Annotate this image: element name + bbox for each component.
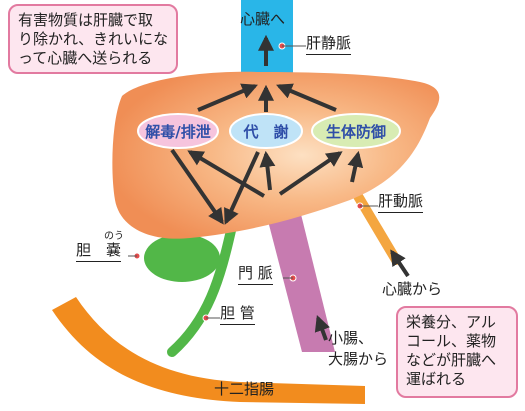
gallbladder-ruby: のう [104,231,124,242]
hepatic-vein-label: 肝静脈 [306,32,352,55]
liver [112,71,440,239]
arrow-defense-up [276,83,337,112]
duodenum [52,297,365,404]
svg-text:解毒/排泄: 解毒/排泄 [145,123,210,141]
gallbladder [144,234,220,282]
arrow-portal-defense [278,151,343,196]
arrow-into-artery [390,249,410,278]
svg-text:生体防御: 生体防御 [326,123,386,141]
label-leaders [128,45,378,319]
arrow-into-portal [314,314,330,341]
arrow-metab-gall [224,151,260,225]
from-heart-label: 心臓から [382,280,443,298]
duodenum-label: 十二指腸 [214,380,274,398]
to-heart-label: 心臓へ [240,10,286,28]
bile-duct-label: 胆 管 [220,302,255,325]
function-metabolism: 代 謝 [229,113,303,149]
portal-vein [260,190,335,352]
flow-arrows [170,34,410,341]
callout-nutrients: 栄養分、アル コール、薬物 などが肝臓へ 運ばれる [396,306,518,398]
hepatic-artery-label: 肝動脈 [378,190,424,213]
bile-duct [167,221,237,357]
arrow-artery-defense [347,150,364,183]
arrow-portal-detox [187,150,266,198]
portal-vein-label: 門 脈 [238,262,273,285]
arrow-detox-up [197,83,258,112]
callout-liver-detox: 有害物質は肝臓で取 り除かれ、きれいにな って心臓へ送られる [8,4,178,74]
from-intestines-label: 小腸、 大腸から [328,329,389,368]
svg-text:代 謝: 代 謝 [242,123,288,141]
arrow-portal-metabolism [259,150,276,191]
arrow-detox-gall [170,148,224,225]
gallbladder-label: 胆 嚢 [76,239,122,262]
function-defense: 生体防御 [311,113,401,149]
function-detox: 解毒/排泄 [137,113,219,149]
